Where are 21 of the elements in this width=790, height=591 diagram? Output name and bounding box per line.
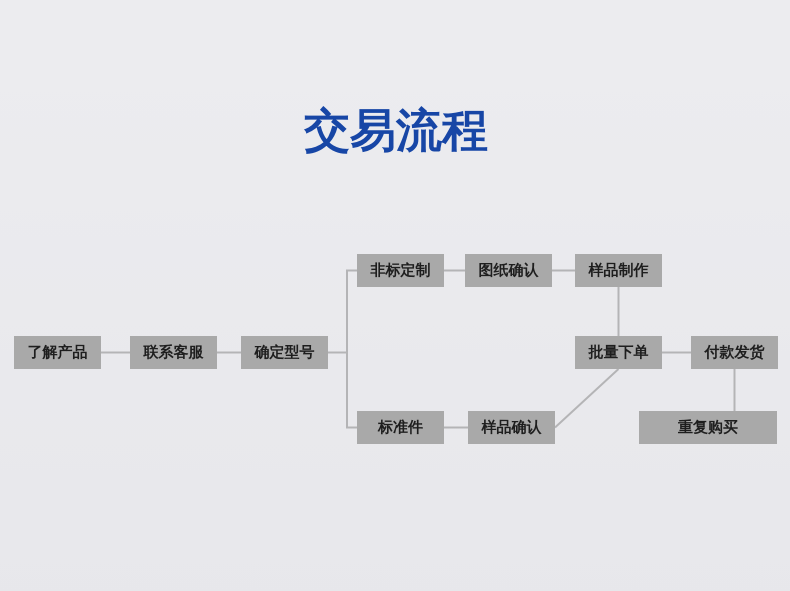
process-box: 了解产品 xyxy=(14,336,101,369)
process-box: 批量下单 xyxy=(575,336,662,369)
connector-line xyxy=(618,287,620,336)
process-box: 付款发货 xyxy=(691,336,778,369)
connector-line xyxy=(101,352,130,354)
process-box: 标准件 xyxy=(357,411,444,444)
connector-line xyxy=(662,352,691,354)
connector-line xyxy=(444,426,468,428)
connector-line xyxy=(554,368,620,428)
connector-line xyxy=(217,352,241,354)
process-box: 联系客服 xyxy=(130,336,217,369)
connector-line xyxy=(552,270,575,272)
process-box: 图纸确认 xyxy=(465,254,552,287)
process-box: 样品确认 xyxy=(468,411,555,444)
connector-line xyxy=(444,270,465,272)
connector-line xyxy=(734,369,736,411)
process-box: 样品制作 xyxy=(575,254,662,287)
process-box: 重复购买 xyxy=(639,411,777,444)
process-box: 确定型号 xyxy=(241,336,328,369)
title: 交易流程 xyxy=(304,103,488,157)
process-box: 非标定制 xyxy=(357,254,444,287)
